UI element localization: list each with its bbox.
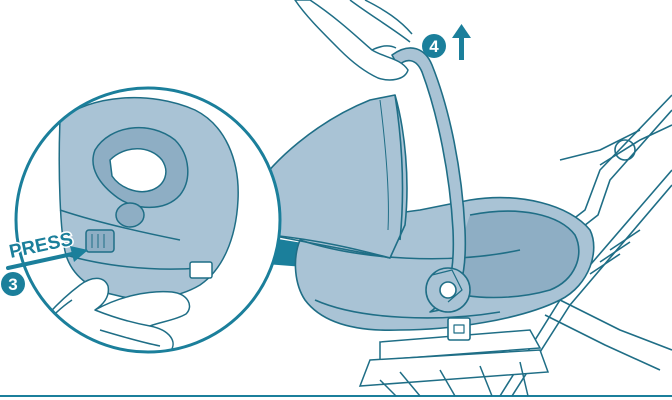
arrow-up-icon	[452, 24, 471, 60]
lifting-hand	[295, 0, 412, 80]
step-3-number: 3	[8, 275, 17, 294]
car-seat	[247, 48, 594, 340]
step-4-badge: 4	[422, 34, 446, 58]
step-3-badge: 3	[1, 272, 25, 296]
step-4-number: 4	[429, 37, 439, 56]
release-button	[86, 230, 114, 252]
magnifier-detail	[16, 88, 280, 370]
seat-latch	[448, 318, 470, 340]
